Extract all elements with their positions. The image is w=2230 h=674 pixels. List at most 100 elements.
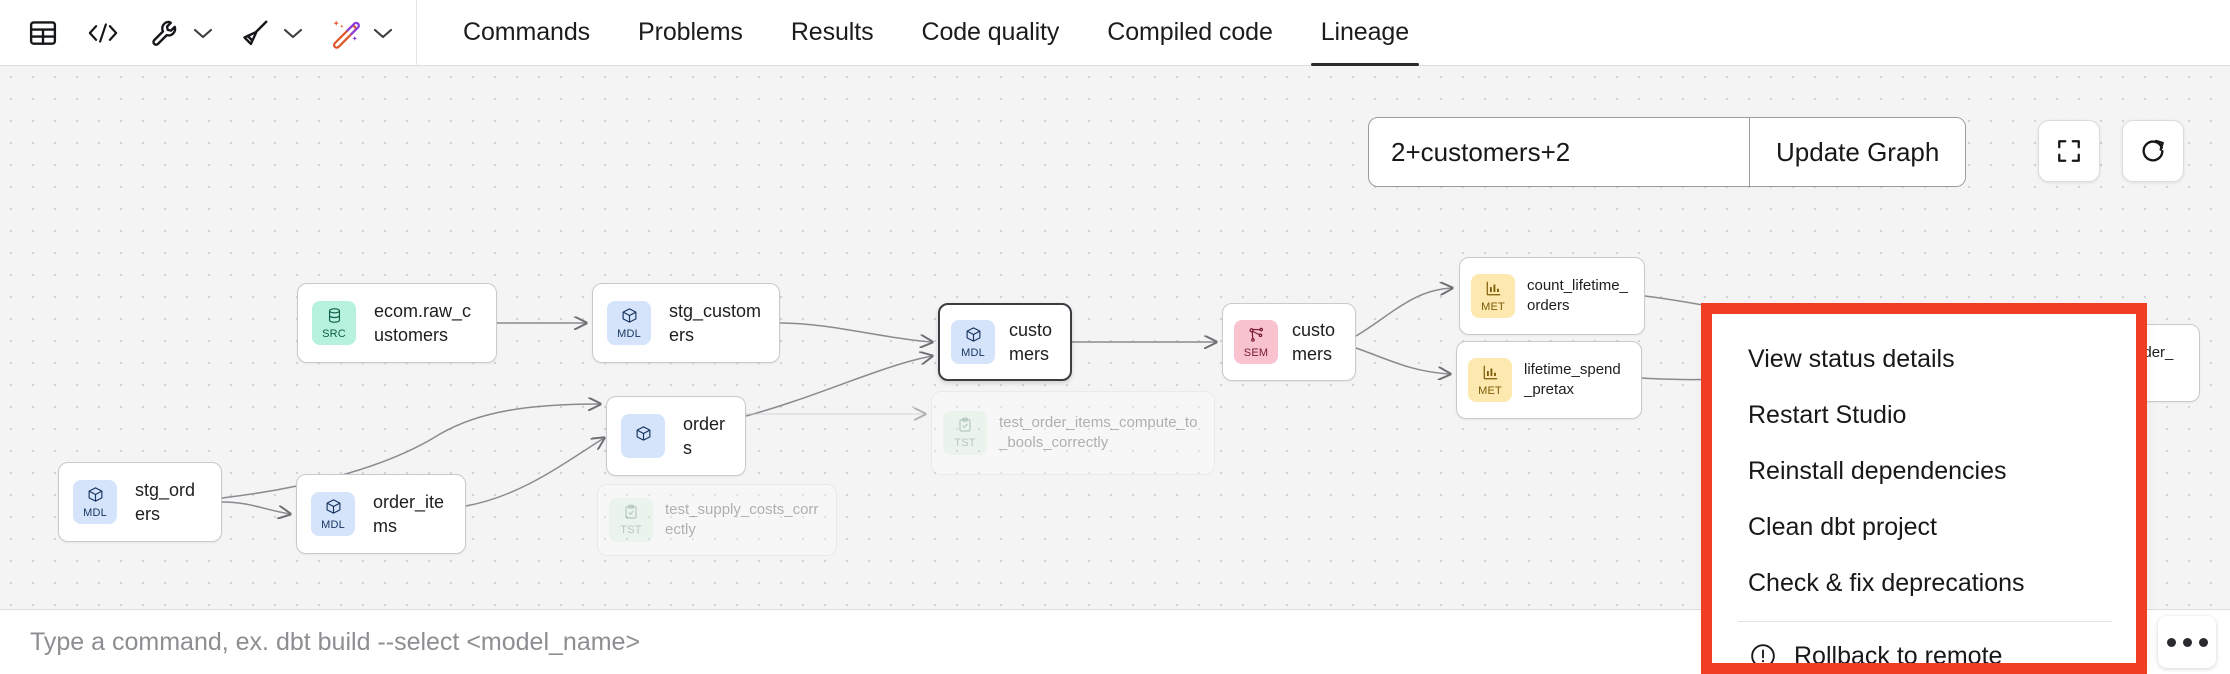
lineage-node-order-items[interactable]: MDL order_items (296, 474, 466, 554)
code-brackets-icon (88, 22, 118, 43)
tab-results[interactable]: Results (767, 0, 898, 66)
fullscreen-icon (2058, 140, 2080, 162)
magic-wand-tool-pair (322, 10, 398, 56)
tst-badge: TST (943, 411, 987, 455)
tab-label: Lineage (1320, 18, 1410, 46)
refresh-graph-button[interactable] (2122, 120, 2184, 182)
broom-chevron-down-icon-button[interactable] (278, 11, 308, 55)
node-label: orders (683, 413, 726, 458)
menu-item-label: Restart Studio (1748, 400, 1907, 429)
menu-item-view-status-details[interactable]: View status details (1712, 331, 2138, 387)
update-graph-label: Update Graph (1776, 136, 1940, 167)
menu-item-label: Check & fix deprecations (1748, 568, 2025, 597)
fullscreen-button[interactable] (2038, 120, 2100, 182)
node-label: stg_customers (669, 300, 762, 345)
table-grid-icon-button[interactable] (20, 10, 66, 56)
node-label: ecom.raw_customers (374, 300, 472, 345)
tab-code-quality[interactable]: Code quality (898, 0, 1084, 66)
more-horizontal-icon (2166, 637, 2208, 647)
clipboard-check-icon (957, 417, 973, 437)
tab-label: Commands (463, 18, 591, 46)
mdl-badge (621, 414, 665, 458)
chevron-down-icon (373, 28, 393, 38)
menu-item-label: Clean dbt project (1748, 512, 1938, 541)
menu-item-restart-studio[interactable]: Restart Studio (1712, 387, 2138, 443)
node-label: lifetime_spend_pretax (1524, 360, 1621, 398)
canvas-controls (2038, 120, 2184, 182)
node-label: test_supply_costs_correctly (665, 500, 819, 538)
met-badge: MET (1468, 358, 1512, 402)
top-toolbar: Commands Problems Results Code quality C… (0, 0, 2230, 66)
editor-tool-group (0, 0, 417, 66)
tab-label: Problems (638, 18, 743, 46)
node-label: customers (1009, 319, 1053, 364)
menu-item-clean-dbt-project[interactable]: Clean dbt project (1712, 499, 2138, 555)
lineage-node-test-supply-costs[interactable]: TST test_supply_costs_correctly (597, 484, 837, 556)
sem-badge: SEM (1234, 320, 1278, 364)
menu-separator (1738, 621, 2112, 622)
mdl-badge: MDL (607, 301, 651, 345)
warning-circle-icon (1748, 641, 1778, 671)
update-graph-button[interactable]: Update Graph (1749, 118, 1966, 186)
menu-item-label: Reinstall dependencies (1748, 456, 2007, 485)
broom-icon (243, 20, 268, 45)
badge-label: SEM (1243, 346, 1269, 359)
magic-wand-icon-button[interactable] (322, 10, 368, 56)
menu-item-check-fix-deprecations[interactable]: Check & fix deprecations (1712, 555, 2138, 611)
tab-compiled-code[interactable]: Compiled code (1083, 0, 1296, 66)
lineage-node-lifetime-spend-pretax[interactable]: MET lifetime_spend_pretax (1456, 341, 1642, 419)
lineage-node-orders[interactable]: orders (606, 396, 746, 476)
panel-tabs: Commands Problems Results Code quality C… (439, 0, 1433, 66)
lineage-node-count-lifetime-orders[interactable]: MET count_lifetime_orders (1459, 257, 1645, 335)
menu-item-reinstall-dependencies[interactable]: Reinstall dependencies (1712, 443, 2138, 499)
tab-lineage[interactable]: Lineage (1297, 0, 1433, 66)
badge-label: SRC (322, 327, 346, 340)
table-grid-icon (29, 20, 57, 45)
badge-label: MET (1478, 384, 1502, 397)
cube-icon (87, 486, 104, 507)
database-icon (326, 307, 343, 328)
node-label: test_order_items_compute_to_bools_correc… (999, 413, 1198, 451)
tab-label: Compiled code (1107, 18, 1273, 46)
mdl-badge: MDL (951, 320, 995, 364)
status-context-menu: View status details Restart Studio Reins… (1712, 313, 2138, 672)
node-label: customers (1292, 319, 1336, 364)
cube-icon (635, 425, 652, 446)
command-input[interactable] (0, 610, 1860, 674)
lineage-node-customers-model[interactable]: MDL customers (938, 303, 1072, 381)
chevron-down-icon (193, 28, 213, 38)
badge-label: MDL (617, 327, 641, 340)
cube-icon (965, 326, 982, 347)
wrench-chevron-down-icon-button[interactable] (188, 11, 218, 55)
wrench-icon-button[interactable] (142, 10, 188, 56)
menu-item-label: View status details (1748, 344, 1955, 373)
cube-icon (621, 307, 638, 328)
broom-icon-button[interactable] (232, 10, 278, 56)
lineage-node-ecom-raw-customers[interactable]: SRC ecom.raw_customers (297, 283, 497, 363)
badge-label: MET (1481, 300, 1505, 313)
code-brackets-icon-button[interactable] (80, 10, 126, 56)
more-options-button[interactable] (2158, 616, 2216, 668)
wrench-icon (152, 20, 177, 46)
lineage-node-stg-customers[interactable]: MDL stg_customers (592, 283, 780, 363)
cube-icon (325, 498, 342, 519)
node-label: order_items (373, 491, 445, 536)
bar-chart-icon (1482, 364, 1499, 385)
node-label: stg_orders (135, 479, 196, 524)
mdl-badge: MDL (311, 492, 355, 536)
tab-commands[interactable]: Commands (439, 0, 614, 66)
badge-label: TST (954, 437, 976, 449)
lineage-node-stg-orders[interactable]: MDL stg_orders (58, 462, 222, 542)
tab-problems[interactable]: Problems (614, 0, 767, 66)
mdl-badge: MDL (73, 480, 117, 524)
graph-selector-input[interactable] (1369, 118, 1749, 186)
lineage-node-customers-semantic[interactable]: SEM customers (1222, 303, 1356, 381)
semantic-graph-icon (1248, 326, 1265, 347)
magic-wand-chevron-down-icon-button[interactable] (368, 11, 398, 55)
tab-label: Code quality (921, 18, 1060, 46)
badge-label: TST (620, 524, 642, 536)
node-label: count_lifetime_orders (1527, 276, 1628, 314)
lineage-node-test-order-items[interactable]: TST test_order_items_compute_to_bools_co… (931, 391, 1215, 475)
menu-item-rollback-to-remote[interactable]: Rollback to remote (1712, 628, 2138, 674)
